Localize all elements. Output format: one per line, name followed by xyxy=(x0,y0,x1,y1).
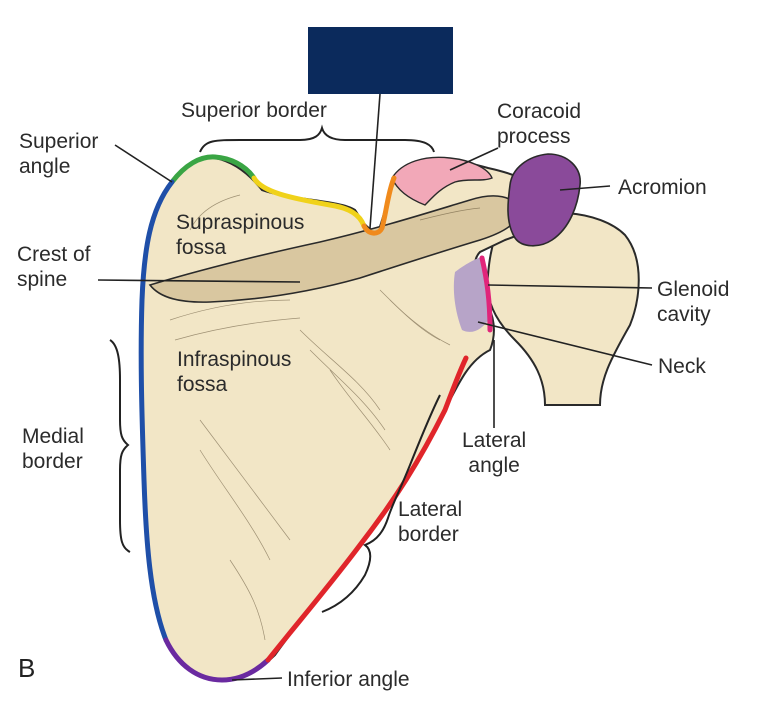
figure-letter: B xyxy=(18,653,36,683)
superior-border-bracket xyxy=(199,124,435,153)
label-lateral-angle-line-1: Lateral xyxy=(462,429,527,452)
label-lateral-border-line-2: border xyxy=(398,523,459,546)
label-supraspinous-line-2: fossa xyxy=(176,236,227,259)
leader-lines xyxy=(97,93,653,681)
label-neck: Neck xyxy=(658,355,706,378)
label-superior-angle: Superior angle xyxy=(19,129,98,179)
label-glenoid-line-2: cavity xyxy=(657,303,711,326)
suprascapular-notch-border xyxy=(361,175,397,236)
lateral-border-bracket xyxy=(321,394,441,613)
label-glenoid-cavity: Glenoid cavity xyxy=(657,277,729,327)
coracoid-process xyxy=(391,156,493,206)
medial-border-bracket xyxy=(109,339,131,553)
label-acromion: Acromion xyxy=(618,176,707,199)
label-lateral-border: Lateral border xyxy=(398,497,462,547)
label-supraspinous-fossa: Supraspinous fossa xyxy=(176,210,304,260)
label-medial-line-2: border xyxy=(22,450,83,473)
label-inferior-angle: Inferior angle xyxy=(287,668,410,691)
humerus xyxy=(486,211,640,406)
lateral-border-line xyxy=(265,355,469,663)
medial-border-line xyxy=(138,179,175,643)
glenoid-cavity-border xyxy=(479,255,493,333)
superior-angle-border xyxy=(169,154,257,185)
label-crest-line-2: spine xyxy=(17,268,68,291)
label-lateral-border-line-1: Lateral xyxy=(398,498,463,521)
bone-hatching xyxy=(169,194,481,641)
label-infraspinous-line-2: fossa xyxy=(177,373,228,396)
label-box xyxy=(308,27,453,94)
label-lateral-angle: Lateral angle xyxy=(462,428,526,478)
label-coracoid-line-2: process xyxy=(497,125,571,148)
neck-region xyxy=(453,256,490,332)
label-superior-angle-line-2: angle xyxy=(19,155,71,178)
label-supraspinous-line-1: Supraspinous xyxy=(176,211,305,234)
label-infraspinous-fossa: Infraspinous fossa xyxy=(177,347,291,397)
superior-border-line xyxy=(251,175,367,229)
label-coracoid-line-1: Coracoid xyxy=(497,100,582,123)
label-infraspinous-line-1: Infraspinous xyxy=(177,348,292,371)
label-crest-line-1: Crest of xyxy=(17,243,91,266)
label-coracoid-process: Coracoid process xyxy=(497,99,581,149)
label-glenoid-line-1: Glenoid xyxy=(657,278,730,301)
label-medial-line-1: Medial xyxy=(22,425,84,448)
label-superior-border: Superior border xyxy=(181,99,327,122)
label-crest-of-spine: Crest of spine xyxy=(17,242,91,292)
acromion xyxy=(507,153,581,247)
inferior-angle-border xyxy=(163,637,271,683)
label-medial-border: Medial border xyxy=(22,424,84,474)
label-superior-angle-line-1: Superior xyxy=(19,130,99,153)
label-lateral-angle-line-2: angle xyxy=(468,454,520,477)
